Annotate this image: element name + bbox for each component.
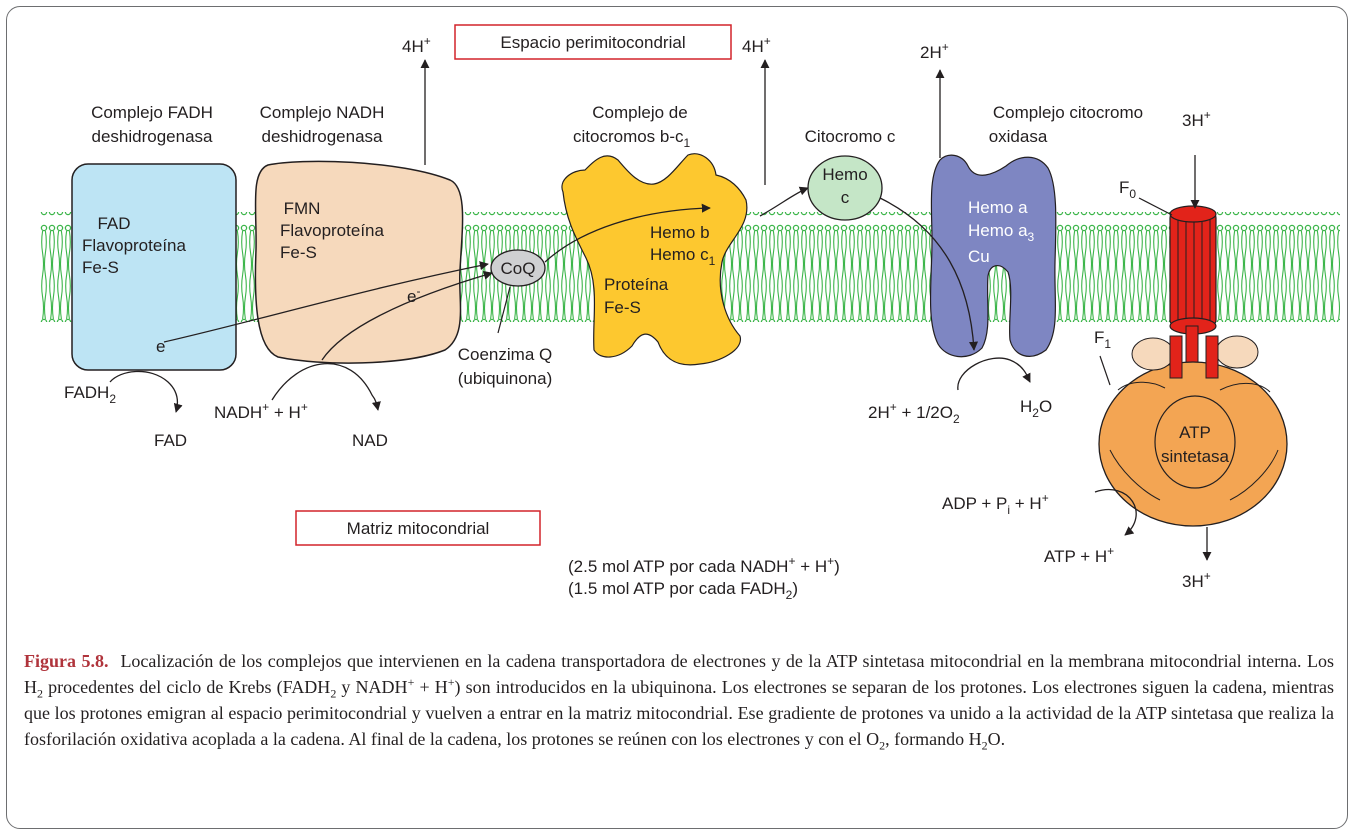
complex-fadh-title-2: deshidrogenasa: [92, 127, 214, 146]
complex-fadh-line-3: Fe-S: [82, 258, 119, 277]
reaction-water: H2O: [1020, 397, 1052, 420]
reaction-nadh: NADH+ + H+: [214, 400, 308, 422]
reaction-fad: FAD: [154, 431, 187, 450]
electron-arrow-fadh: [163, 261, 489, 343]
figure-frame: [6, 6, 1348, 829]
intermembrane-label-box: Espacio perimitocondrial: [454, 24, 732, 60]
complex-nadh-line-2: Flavoproteína: [280, 221, 384, 240]
coq-name-1: Coenzima Q: [458, 345, 552, 364]
proton-label-3: 2H+: [920, 40, 949, 62]
electron-arrow-coq-bc1: [544, 203, 711, 263]
proton-label-4: 3H+: [1182, 108, 1211, 130]
complex-bc1-heme-b: Hemo b: [650, 223, 710, 242]
proton-label-5: 3H+: [1182, 569, 1211, 591]
complex-cytochrome-oxidase: [929, 154, 1057, 358]
electron-arrow-bc1-cytc: [759, 186, 809, 217]
complex-fadh: [71, 163, 237, 371]
coq-name-2: (ubiquinona): [458, 369, 553, 388]
intermembrane-label: Espacio perimitocondrial: [500, 33, 685, 52]
cytochrome-c-title: Citocromo c: [805, 127, 896, 146]
complex-bc1-fes: Fe-S: [604, 298, 641, 317]
atp-synthase-line-1: ATP: [1179, 423, 1211, 442]
reaction-adp: ADP + Pi + H+: [942, 491, 1049, 517]
complex-cytochromes-bc1: [561, 153, 748, 366]
figure-caption: Figura 5.8.Localización de los complejos…: [24, 651, 1334, 753]
complex-bc1-title-1: Complejo de: [592, 103, 687, 122]
cytochrome-c-line-1: Hemo: [822, 165, 867, 184]
complex-fadh-line-2: Flavoproteína: [82, 236, 186, 255]
yield-fadh2: (1.5 mol ATP por cada FADH2): [568, 579, 798, 602]
electron-arrow-nadh: [321, 270, 493, 361]
coq-label: CoQ: [501, 259, 536, 278]
reaction-atp: ATP + H+: [1044, 544, 1114, 566]
matrix-label: Matriz mitocondrial: [347, 519, 490, 538]
complex-oxidase-heme-a3: Hemo a3: [968, 221, 1035, 244]
electron-label-1: e: [156, 337, 165, 356]
complex-nadh-line-1: FMN: [284, 199, 321, 218]
coenzyme-q: [490, 249, 546, 287]
proton-label-2: 4H+: [742, 34, 771, 56]
yield-nadh: (2.5 mol ATP por cada NADH+ + H+): [568, 554, 840, 576]
complex-oxidase-heme-a: Hemo a: [968, 198, 1028, 217]
complex-bc1-title-2: citocromos b-c1: [573, 127, 691, 150]
complex-bc1-heme-c1: Hemo c1: [650, 245, 716, 268]
complex-bc1-protein: Proteína: [604, 275, 669, 294]
complex-fadh-line-1: FAD: [97, 214, 130, 233]
reaction-oxygen: 2H+ + 1/2O2: [868, 400, 960, 426]
complex-oxidase-cu: Cu: [968, 247, 990, 266]
electron-arrow-cytc-oxidase: [879, 197, 979, 351]
cytochrome-c-line-2: c: [841, 188, 850, 207]
complex-nadh-line-3: Fe-S: [280, 243, 317, 262]
complex-fadh-title-1: Complejo FADH: [91, 103, 213, 122]
electron-transport-diagram: Espacio perimitocondrial Matriz mitocond…: [40, 24, 1340, 602]
atp-synthase: [1098, 205, 1288, 527]
proton-label-1: 4H+: [402, 34, 431, 56]
reaction-nad: NAD: [352, 431, 388, 450]
reaction-fadh2: FADH2: [64, 383, 116, 406]
atp-synthase-line-2: sintetasa: [1161, 447, 1230, 466]
f1-label: F1: [1094, 328, 1111, 351]
complex-oxidase-title-1: Complejo citocromo: [993, 103, 1143, 122]
figure-caption-label: Figura 5.8.: [24, 651, 109, 671]
f0-label: F0: [1119, 178, 1136, 201]
complex-oxidase-title-2: oxidasa: [989, 127, 1048, 146]
complex-nadh: [254, 160, 464, 364]
complex-nadh-title-2: deshidrogenasa: [262, 127, 384, 146]
matrix-label-box: Matriz mitocondrial: [295, 510, 541, 546]
complex-nadh-title-1: Complejo NADH: [260, 103, 385, 122]
electron-label-2: e-: [407, 284, 420, 306]
